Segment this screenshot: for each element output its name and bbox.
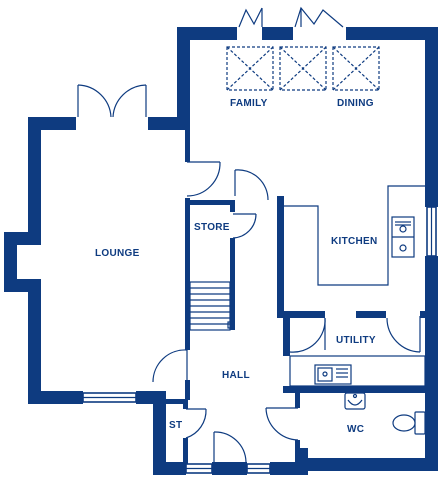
- roof-light-1: [226, 46, 274, 91]
- front-sidelight-left: [185, 463, 213, 474]
- utility-external-door: [386, 316, 421, 353]
- kitchen-window: [426, 206, 437, 257]
- internal-walls: [166, 117, 438, 468]
- utility-sink: [314, 364, 352, 385]
- front-sidelight-right: [246, 463, 271, 474]
- lounge-window: [82, 392, 137, 403]
- bifold-doors-right: [294, 6, 344, 28]
- room-label-kitchen: KITCHEN: [331, 236, 378, 247]
- kitchen-sink: [391, 216, 415, 258]
- utility-units: [289, 355, 426, 387]
- windows: [82, 206, 437, 474]
- stairs: [189, 281, 233, 331]
- room-label-store: STORE: [194, 222, 230, 233]
- store-door: [232, 213, 257, 239]
- room-label-lounge: LOUNGE: [95, 248, 140, 259]
- wc-door: [265, 407, 299, 441]
- family-lounge-door: [186, 161, 221, 197]
- external-walls: [4, 27, 438, 475]
- roof-lights: [226, 46, 380, 91]
- bifold-doors-left: [238, 7, 263, 28]
- room-label-hall: HALL: [222, 370, 250, 381]
- hall-family-door: [234, 169, 269, 201]
- roof-light-2: [279, 46, 327, 91]
- room-label-family: FAMILY: [230, 98, 268, 109]
- room-label-st: ST: [169, 420, 183, 431]
- room-label-utility: UTILITY: [336, 335, 376, 346]
- wc-fixtures: [344, 392, 426, 435]
- doors: [77, 6, 421, 463]
- room-label-dining: DINING: [337, 98, 374, 109]
- room-label-wc: WC: [347, 424, 365, 435]
- utility-door: [289, 317, 326, 353]
- st-door: [185, 408, 207, 439]
- front-door: [213, 431, 247, 463]
- roof-light-3: [332, 46, 380, 91]
- lounge-french-doors: [77, 84, 147, 118]
- wc-toilet: [392, 411, 426, 435]
- wc-basin: [344, 392, 366, 410]
- lounge-hall-door: [152, 349, 188, 383]
- kitchen-units: [284, 185, 425, 286]
